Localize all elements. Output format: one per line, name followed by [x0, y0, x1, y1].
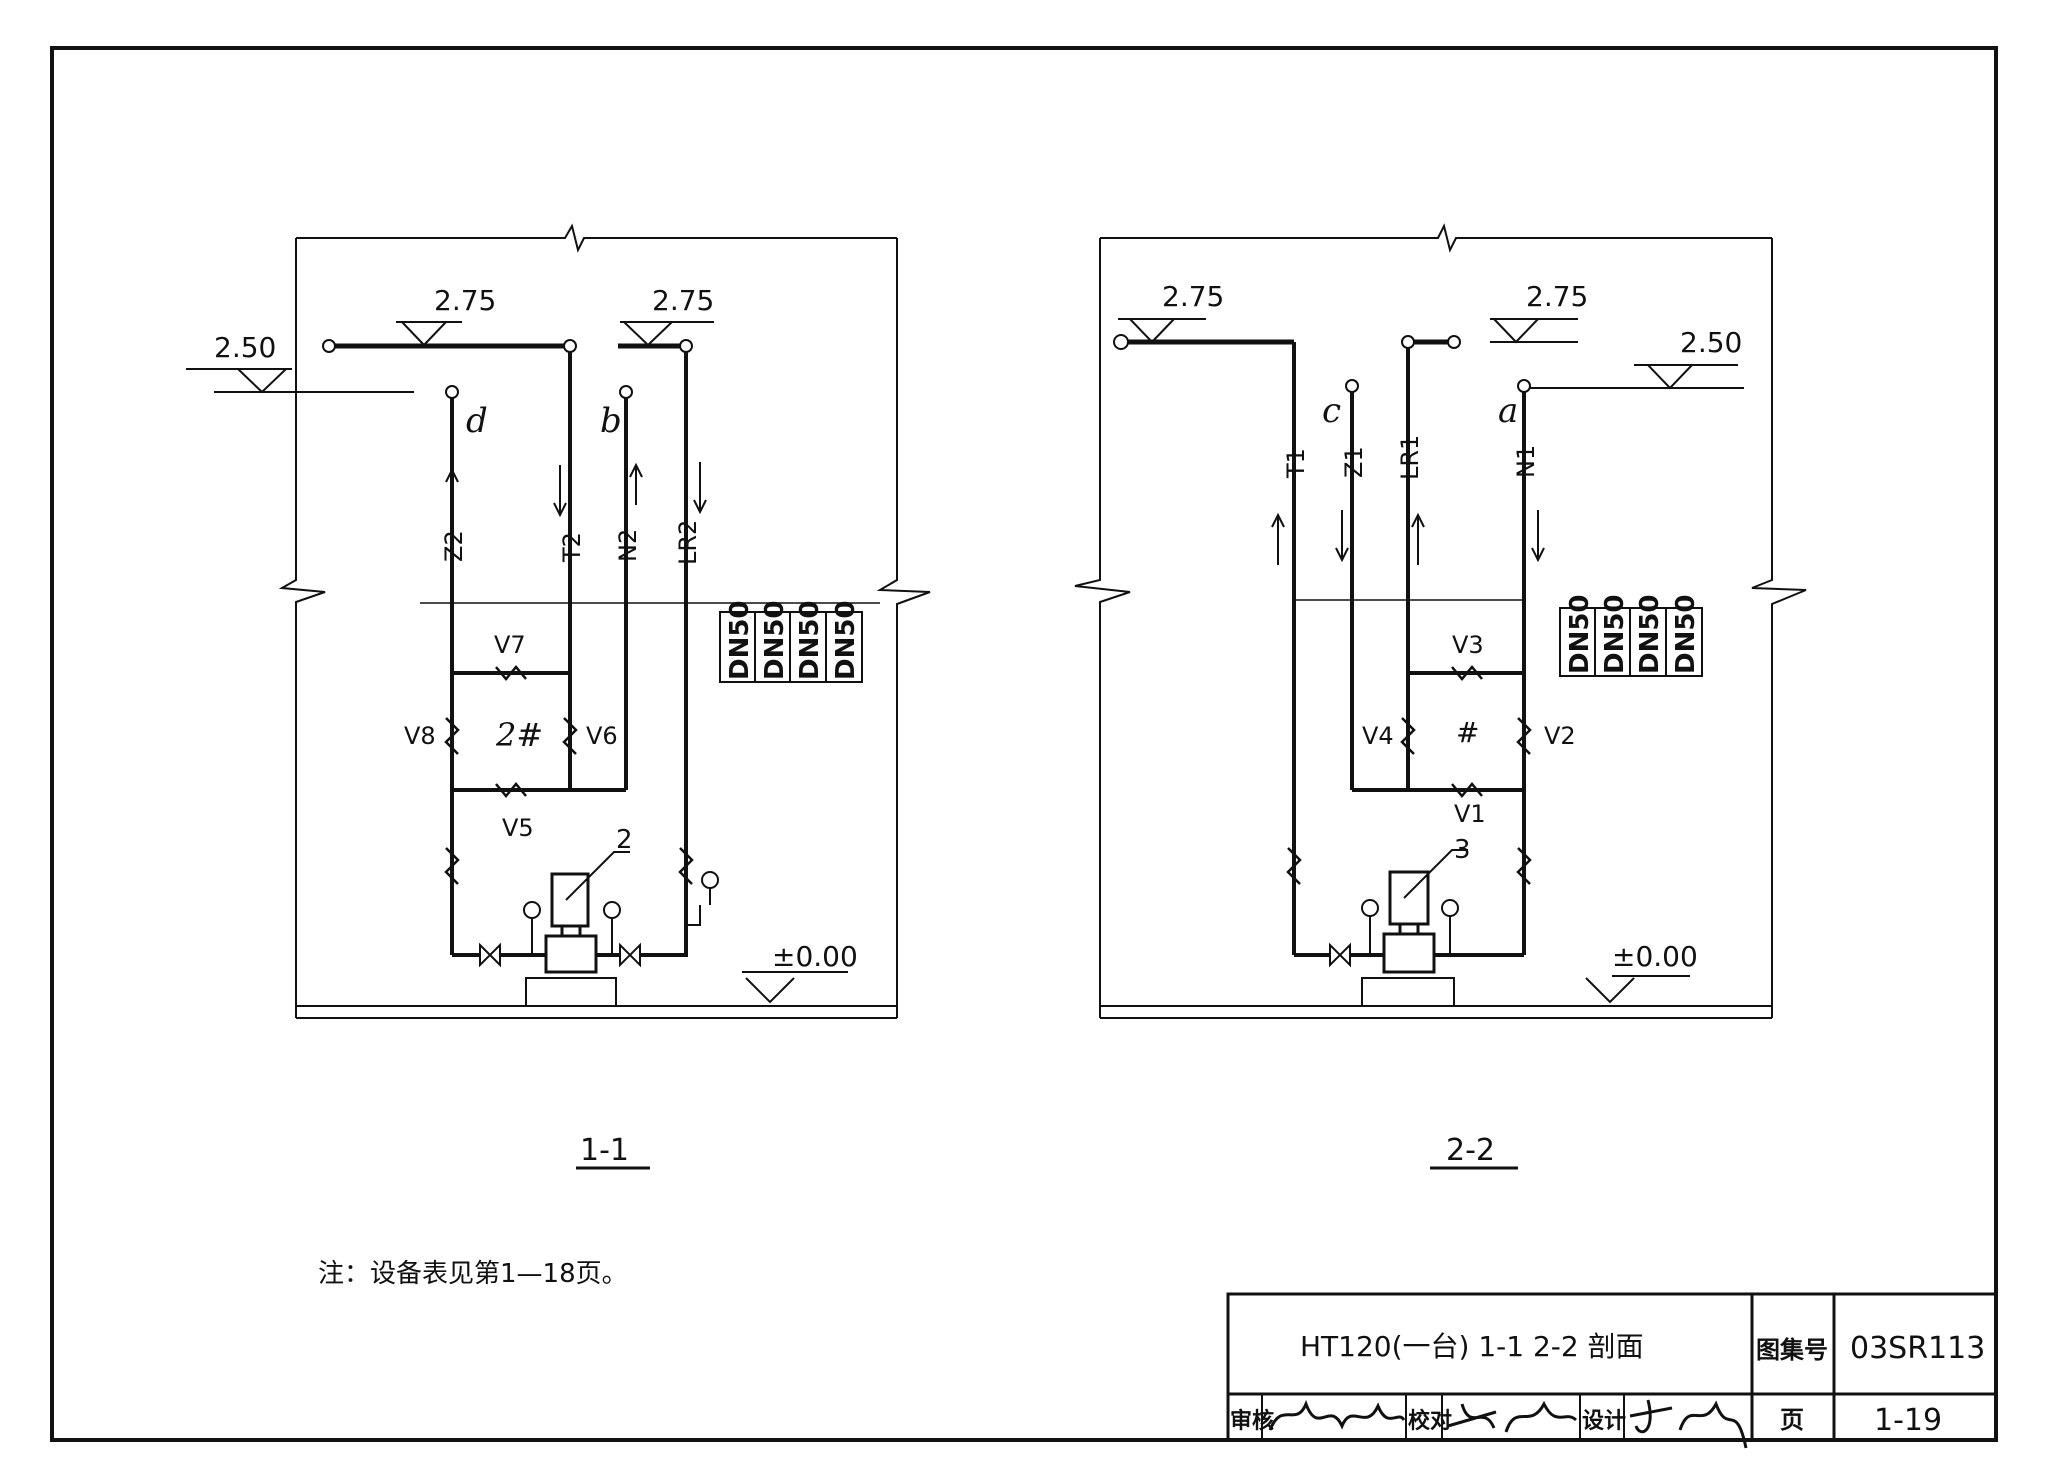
valve-label: V8	[404, 722, 436, 750]
pipe-end-label: c	[1322, 391, 1341, 431]
elevation-label-floor: ±0.00	[1612, 940, 1698, 973]
title-block-text: HT120(一台) 1-1 2-2 剖面 图集号 03SR113 审核 校对 设…	[1230, 1330, 1985, 1438]
sheet-border	[50, 46, 1998, 1442]
valve-label: V7	[494, 631, 526, 659]
dn-label: DN50	[1671, 594, 1701, 674]
pipe-end-label: d	[466, 401, 488, 441]
pipe-label: N1	[1512, 445, 1540, 478]
elevation-label-mid: 2.75	[1526, 280, 1588, 313]
pipe-end-label: b	[600, 401, 622, 441]
valve-label: V4	[1362, 722, 1394, 750]
pump-base	[525, 977, 617, 1007]
dn-label: DN50	[795, 600, 825, 680]
dn-label: DN50	[831, 600, 861, 680]
atlas-label: 图集号	[1756, 1336, 1828, 1364]
pipe-end-label: a	[1498, 391, 1518, 431]
elevation-label-right: 2.50	[1680, 326, 1742, 359]
section-title: 2-2	[1446, 1133, 1495, 1168]
valve-label: V6	[586, 722, 618, 750]
page-number: 1-19	[1874, 1403, 1942, 1438]
pipe-label: T2	[558, 532, 586, 563]
elevation-label-left: 2.75	[1162, 280, 1224, 313]
pipe-label: T1	[1282, 448, 1310, 479]
room-left-wall	[1074, 238, 1131, 1018]
pipe-label: LR1	[1396, 435, 1424, 480]
page-label: 页	[1780, 1406, 1804, 1434]
drawing-title: HT120(一台) 1-1 2-2 剖面	[1300, 1330, 1644, 1363]
elevation-label-top: 2.75	[434, 284, 496, 317]
title-block	[1226, 1292, 1998, 1442]
room-right-wall	[876, 238, 931, 1018]
dn-label: DN50	[725, 600, 755, 680]
equipment-callout: 2	[616, 825, 633, 855]
section-1-1	[186, 223, 931, 1019]
pump-base	[1361, 977, 1455, 1007]
room-left-wall	[278, 238, 326, 1018]
reviewer-signature	[1268, 1399, 1406, 1431]
pipe-label: LR2	[674, 520, 702, 565]
drawing-note: 注：设备表见第1—18页。	[318, 1259, 628, 1289]
pump-group-label: #	[1456, 716, 1479, 749]
pipe-label: N2	[614, 529, 642, 562]
design-label: 设计	[1582, 1409, 1626, 1434]
section-2-2-labels: 2.75 2.75 2.50 ±0.00 c a T1 Z1 LR1 N1 DN…	[1162, 280, 1742, 1168]
section-2-2	[1074, 223, 1807, 1019]
room-ceiling-line	[296, 223, 897, 253]
dn-label: DN50	[1565, 594, 1595, 674]
valve-label: V5	[502, 814, 534, 842]
room-right-wall	[1751, 238, 1807, 1018]
check-label: 校对	[1408, 1408, 1452, 1434]
dn-label: DN50	[1600, 594, 1630, 674]
pipe-label: Z1	[1340, 446, 1368, 478]
elevation-label-floor: ±0.00	[772, 940, 858, 973]
checker-signature	[1447, 1400, 1578, 1433]
room-ceiling-line	[1100, 223, 1772, 253]
equipment-callout: 3	[1454, 835, 1471, 865]
section-1-1-labels: 2.50 2.75 2.75 ±0.00 d b Z2 T2 N2 LR2 DN…	[214, 284, 861, 1168]
pipe-label: Z2	[440, 530, 468, 562]
signatures	[1268, 1399, 1748, 1449]
elevation-label-left: 2.50	[214, 331, 276, 364]
valve-label: V1	[1454, 800, 1486, 828]
review-label: 审核	[1230, 1408, 1274, 1434]
valve-label: V3	[1452, 631, 1484, 659]
section-title: 1-1	[580, 1133, 629, 1168]
designer-signature	[1629, 1399, 1748, 1449]
pump-group-label: 2#	[495, 716, 543, 754]
dn-label: DN50	[760, 600, 790, 680]
elevation-label-top: 2.75	[652, 284, 714, 317]
atlas-number: 03SR113	[1850, 1331, 1985, 1366]
valve-label: V2	[1544, 722, 1576, 750]
dn-label: DN50	[1635, 594, 1665, 674]
